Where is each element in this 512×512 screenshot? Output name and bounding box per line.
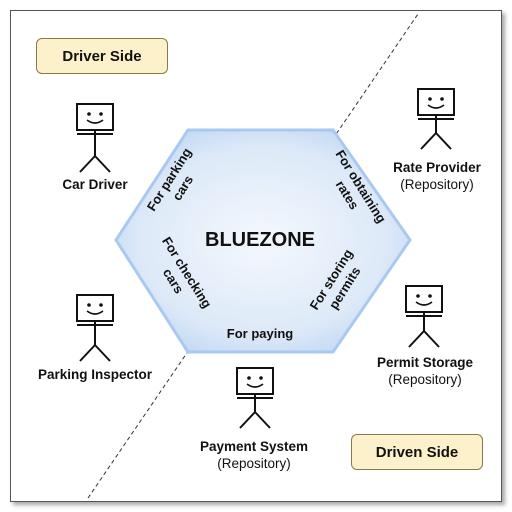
payment-system-label: Payment System (Repository) (200, 438, 308, 472)
car-driver-figure (76, 103, 114, 173)
parking-inspector-head-icon (76, 294, 114, 322)
payment-system-figure (236, 367, 274, 429)
permit-storage-sub: (Repository) (388, 372, 462, 387)
permit-storage-name: Permit Storage (376, 355, 474, 370)
driver-side-box: Driver Side (36, 38, 168, 74)
car-driver-label: Car Driver (62, 176, 127, 193)
permit-storage-label: Permit Storage (Repository) (377, 354, 473, 388)
rate-provider-label: Rate Provider (Repository) (393, 159, 481, 193)
driver-side-label: Driver Side (62, 47, 142, 65)
driven-side-label: Driven Side (375, 443, 459, 461)
permit-storage-figure (405, 285, 443, 348)
port-paying: For paying (227, 326, 294, 341)
permit-storage-head-icon (405, 285, 443, 313)
payment-system-sub: (Repository) (217, 456, 291, 471)
rate-provider-head-icon (417, 88, 455, 116)
bluezone-hexagon (114, 128, 412, 354)
parking-inspector-label: Parking Inspector (38, 366, 152, 383)
driven-side-box: Driven Side (351, 434, 483, 470)
rate-provider-figure (417, 88, 455, 150)
parking-inspector-figure (76, 294, 114, 362)
car-driver-head-icon (76, 103, 114, 131)
rate-provider-sub: (Repository) (400, 177, 474, 192)
payment-system-head-icon (236, 367, 274, 395)
parking-inspector-name: Parking Inspector (37, 367, 153, 382)
rate-provider-name: Rate Provider (393, 160, 481, 175)
hexagon-title: BLUEZONE (205, 229, 315, 251)
car-driver-name: Car Driver (62, 177, 128, 192)
payment-system-name: Payment System (199, 439, 309, 454)
